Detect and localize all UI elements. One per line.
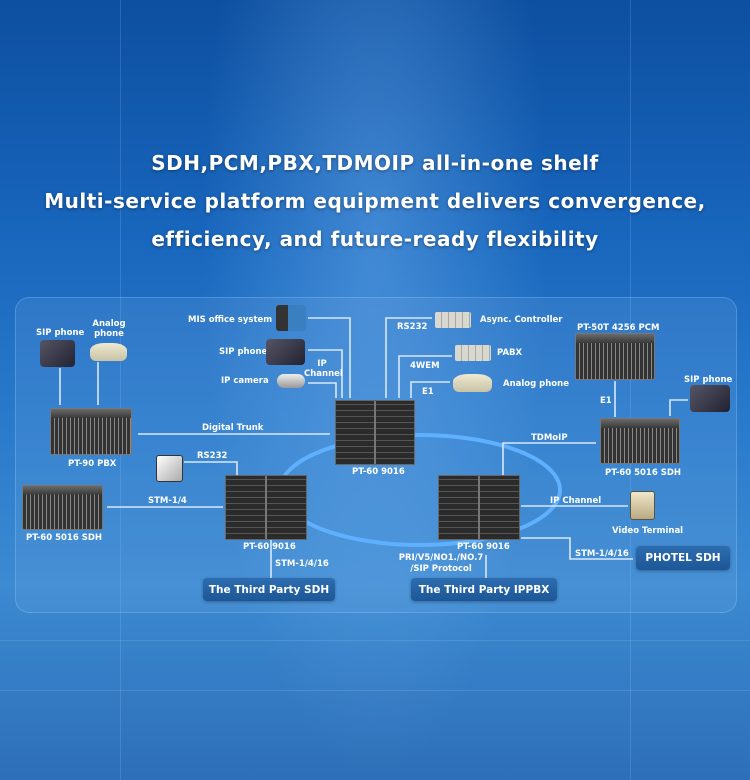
headline-3: efficiency, and future-ready flexibility — [151, 227, 599, 251]
computer-icon — [276, 305, 306, 331]
grid-line — [630, 0, 631, 780]
headline-1: SDH,PCM,PBX,TDMOIP all-in-one shelf — [151, 151, 599, 175]
analog-phone-label: Analog phone — [92, 319, 126, 339]
analog-phone-right-icon — [453, 374, 492, 392]
third-party-sdh-box: The Third Party SDH — [203, 578, 335, 601]
pt-50t-pcm-label: PT-50T 4256 PCM — [577, 323, 660, 333]
digital-trunk-label: Digital Trunk — [202, 423, 264, 433]
pt-50t-pcm-device — [575, 333, 655, 380]
protocol-label: PRI/V5/NO1./NO.7 /SIP Protocol — [398, 553, 484, 574]
stm-left-label: STM-1/4 — [148, 496, 187, 506]
pt-60-9016-left-device — [225, 475, 307, 540]
pt-60-5016-sdh-right-label: PT-60 5016 SDH — [605, 468, 682, 478]
analog-phone-right-label: Analog phone — [503, 379, 569, 389]
ip-channel-center-label: IP Channel — [304, 359, 343, 379]
pt-60-5016-sdh-label: PT-60 5016 SDH — [26, 533, 103, 543]
pt-90-pbx-label: PT-90 PBX — [68, 459, 117, 469]
video-terminal-icon — [630, 491, 655, 520]
async-controller-icon — [435, 312, 471, 328]
pt-60-9016-right-label: PT-60 9016 — [457, 542, 510, 552]
4wem-label: 4WEM — [410, 361, 440, 371]
e1-right-label: E1 — [600, 396, 612, 406]
pt-60-9016-right-device — [438, 475, 520, 540]
tdmoip-label: TDMoIP — [531, 433, 568, 443]
pt-90-pbx-device — [50, 408, 132, 455]
video-terminal-label: Video Terminal — [612, 526, 684, 536]
third-party-ippbx-box: The Third Party IPPBX — [411, 578, 557, 601]
pbx-phone-links — [59, 362, 99, 405]
stm-right-label: STM-1/4/16 — [575, 549, 629, 559]
e1-center-label: E1 — [422, 387, 434, 397]
tdmoip-line — [502, 442, 596, 475]
analog-phone-icon — [90, 343, 127, 361]
rs232-right-label: RS232 — [397, 322, 428, 332]
rs232-left-label: RS232 — [197, 451, 228, 461]
rs232-left-line — [184, 461, 238, 475]
rs232-device-icon — [156, 455, 183, 482]
ip-camera-label: IP camera — [221, 376, 269, 386]
center-ip-lines — [308, 317, 351, 398]
ip-channel-right-label: IP Channel — [550, 496, 602, 506]
center-right-lines — [385, 317, 452, 398]
background-glow — [200, 0, 550, 780]
headline-2: Multi-service platform equipment deliver… — [44, 189, 706, 213]
async-controller-label: Async. Controller — [480, 315, 563, 325]
sip-phone-center-label: SIP phone — [219, 347, 268, 357]
pt-60-9016-left-label: PT-60 9016 — [243, 542, 296, 552]
grid-line — [120, 0, 121, 780]
pt-60-9016-center-device — [335, 400, 415, 465]
ip-camera-icon — [277, 374, 305, 388]
sip-phone-center-icon — [266, 339, 305, 365]
pcm-sdh-lines — [614, 381, 688, 417]
pt-60-9016-center-label: PT-60 9016 — [352, 467, 405, 477]
pt-60-5016-sdh-device — [22, 485, 103, 530]
sip-phone-label: SIP phone — [36, 328, 85, 338]
sip-phone-right-label: SIP phone — [684, 375, 733, 385]
stm-right-line — [521, 537, 633, 560]
mis-label: MIS office system — [188, 315, 273, 325]
grid-line — [0, 690, 750, 691]
pabx-label: PABX — [497, 348, 523, 358]
pabx-icon — [455, 345, 491, 361]
stm-bottom-left-label: STM-1/4/16 — [275, 559, 329, 569]
sip-phone-icon — [40, 340, 75, 367]
pt-60-5016-sdh-right-device — [600, 418, 680, 464]
grid-line — [0, 640, 750, 641]
photel-sdh-box: PHOTEL SDH — [636, 546, 730, 570]
sip-phone-right-icon — [690, 385, 730, 412]
